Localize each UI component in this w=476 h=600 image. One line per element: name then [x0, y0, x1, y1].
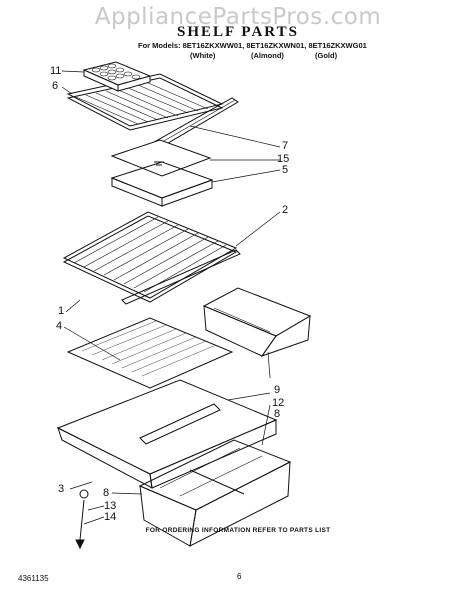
crisper-pan: [202, 287, 312, 357]
callout-8-lower: 8: [103, 487, 110, 499]
cantilever-shelf: [110, 161, 214, 207]
ordering-note: FOR ORDERING INFORMATION REFER TO PARTS …: [145, 527, 331, 534]
crisper-cover-frame: [56, 379, 278, 489]
color-gold: (Gold): [315, 51, 338, 60]
page-title: SHELF PARTS: [177, 24, 299, 40]
humidity-control: [75, 489, 89, 550]
callout-1: 1: [58, 305, 65, 317]
callout-14: 14: [104, 511, 117, 523]
callout-11: 11: [50, 65, 62, 77]
callout-3: 3: [58, 483, 65, 495]
callout-2: 2: [282, 204, 289, 216]
callout-13: 13: [104, 500, 117, 512]
callout-7: 7: [282, 140, 289, 152]
callout-12: 12: [272, 397, 285, 409]
callout-4: 4: [56, 320, 63, 332]
model-list: For Models: 8ET16ZKXWW01, 8ET16ZKXWN01, …: [138, 41, 367, 50]
page-number: 6: [237, 572, 242, 581]
crisper-pans-twin: [138, 439, 292, 547]
shelf-support-rail: [121, 249, 241, 305]
callout-5: 5: [282, 164, 289, 176]
leader-lines: [61, 70, 281, 525]
callout-9: 9: [274, 384, 281, 396]
callout-15: 15: [277, 153, 290, 165]
document-number: 4361135: [18, 574, 49, 583]
color-white: (White): [190, 51, 216, 60]
callout-6: 6: [52, 80, 59, 92]
callout-8-upper: 8: [274, 408, 281, 420]
egg-tray: [82, 61, 152, 92]
large-wire-shelf: [62, 211, 238, 303]
glass-insert: [110, 139, 212, 177]
color-almond: (Almond): [251, 51, 284, 60]
watermark: AppliancePartsPros.com: [94, 4, 382, 30]
glass-shelf: [66, 317, 234, 389]
